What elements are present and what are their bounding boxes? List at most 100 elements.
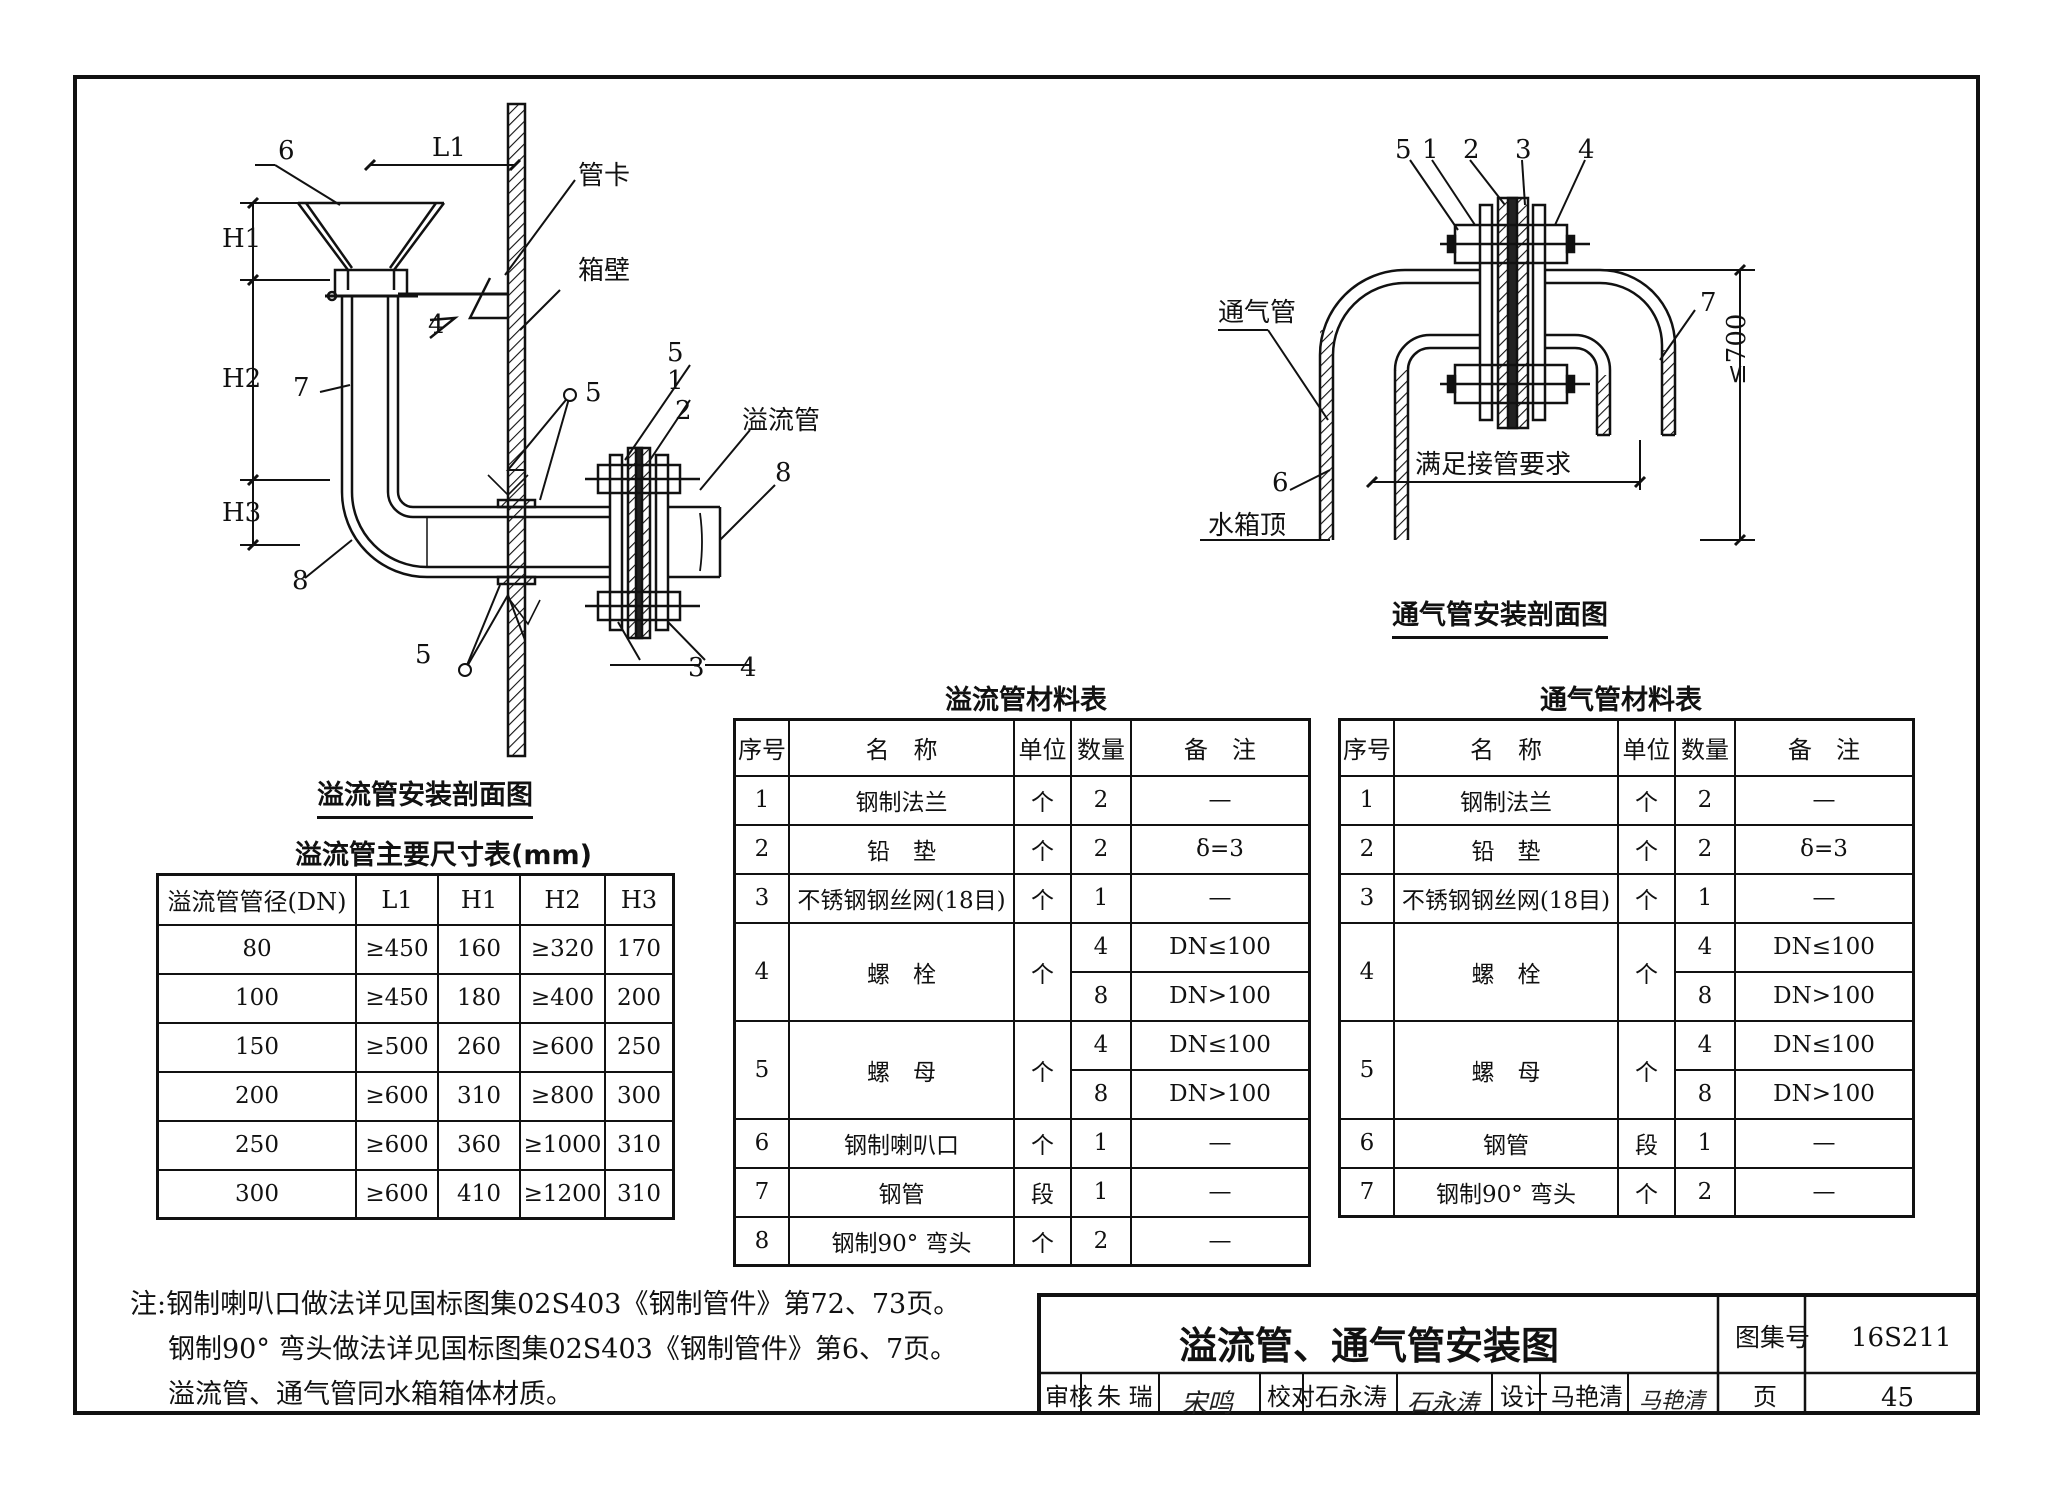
table-cell: 个 [1617,872,1676,924]
overflow-label-4b: 4 [740,653,757,683]
overflow-dimensions [240,158,522,552]
table-cell: 个 [1013,823,1072,875]
vm-header-unit: 单位 [1617,718,1676,777]
table-row: 8 DN>100 [1340,1068,1915,1120]
table-cell: 300 [604,1070,675,1122]
table-cell: 个 [1617,823,1676,875]
page-label: 页 [1753,1383,1777,1411]
table-cell: 7 [733,1166,790,1218]
dim-table: 溢流管管径(DN) L1 H1 H2 H3 80 ≥450 160 ≥320 1… [156,873,675,1220]
table-cell: 2 [1338,823,1395,875]
table-cell: 1 [1338,774,1395,826]
table-cell: δ=3 [1734,823,1915,875]
table-cell: ≥450 [355,923,439,975]
om-header-name: 名 称 [788,718,1015,777]
vent-pipe-body [1318,268,1677,540]
table-cell: 4 [1070,921,1132,973]
overflow-label-3: 3 [688,653,705,683]
table-cell: 410 [437,1168,521,1220]
overflow-materials-title: 溢流管材料表 [945,685,1107,716]
table-row: 8 DN>100 [1340,970,1915,1022]
vent-label-3: 3 [1515,135,1532,165]
table-cell: 7 [1338,1166,1395,1218]
table-cell: DN>100 [1734,970,1915,1022]
table-cell: 200 [156,1070,357,1122]
overflow-label-1: 1 [667,366,684,396]
table-cell: 钢管 [788,1166,1015,1218]
table-row: 250 ≥600 360 ≥1000 310 [156,1119,675,1171]
table-cell: ≥400 [519,972,606,1024]
table-cell: 5 [733,1019,790,1120]
table-cell: DN>100 [1130,1068,1311,1120]
note-line: 钢制90° 弯头做法详见国标图集02S403《钢制管件》第6、7页。 [168,1334,958,1365]
vm-header-qty: 数量 [1674,718,1736,777]
vent-label-7: 7 [1700,288,1717,318]
table-cell: 80 [156,923,357,975]
vent-label-vent-pipe: 通气管 [1218,298,1297,328]
overflow-section-title: 溢流管安装剖面图 [317,773,533,819]
table-cell: 螺 母 [788,1019,1015,1120]
table-cell: 个 [1013,1117,1072,1169]
table-cell: 钢制喇叭口 [788,1117,1015,1169]
table-row: 5 螺 母 个 4 DN≤100 [733,1019,1311,1120]
table-cell: ≥1000 [519,1119,606,1171]
checker-signature: 石永涛 [1407,1389,1479,1417]
overflow-label-8a: 8 [292,566,309,596]
overflow-label-5b: 5 [667,338,684,368]
table-cell: 250 [156,1119,357,1171]
reviewer-label: 审核 [1045,1383,1093,1411]
table-cell: 1 [1674,872,1736,924]
table-cell: 4 [1070,1019,1132,1071]
table-row: 8 钢制90° 弯头 个 2 — [733,1215,1311,1267]
table-cell: 260 [437,1021,521,1073]
table-row: 8 DN>100 [735,970,1311,1022]
vm-header-name: 名 称 [1393,718,1619,777]
overflow-label-H2: H2 [222,364,262,394]
table-cell: 6 [1338,1117,1395,1169]
vent-section-title: 通气管安装剖面图 [1392,593,1608,639]
table-cell: ≥600 [355,1119,439,1171]
overflow-pipe-body [340,296,610,586]
table-row: 1 钢制法兰 个 2 — [1338,774,1915,826]
title-block: 溢流管、通气管安装图 图集号 16S211 审核 朱 瑞 宋鸣 校对 石永涛 石… [1037,1293,1980,1419]
table-cell: 4 [1674,1019,1736,1071]
notes: 注:钢制喇叭口做法详见国标图集02S403《钢制管件》第72、73页。 钢制90… [130,1282,960,1417]
table-cell: ≥600 [519,1021,606,1073]
table-cell: DN≤100 [1130,1019,1311,1071]
designer-label: 设计 [1500,1383,1548,1411]
table-cell: 310 [604,1119,675,1171]
dim-header-h2: H2 [519,873,606,926]
table-cell: 8 [733,1215,790,1267]
overflow-materials-table: 序号 名 称 单位 数量 备 注 1 钢制法兰 个 2 — 2 铅 垫 个 2 … [733,718,1311,1267]
vm-header-remark: 备 注 [1734,718,1915,777]
table-cell: 2 [1674,774,1736,826]
weld-callouts [458,388,577,677]
table-cell: 8 [1070,1068,1132,1120]
vent-section-drawing [1200,159,1755,547]
table-cell: 个 [1617,1019,1676,1120]
overflow-label-4: 4 [428,310,445,340]
overflow-label-2: 2 [675,396,692,426]
table-cell: 铅 垫 [788,823,1015,875]
vent-materials-table: 序号 名 称 单位 数量 备 注 1 钢制法兰 个 2 — 2 铅 垫 个 2 … [1338,718,1915,1218]
overflow-label-H1: H1 [222,224,262,254]
table-cell: 螺 栓 [788,921,1015,1022]
table-row: 5 螺 母 个 4 DN≤100 [1338,1019,1915,1120]
table-cell: 1 [1070,872,1132,924]
overflow-label-8b: 8 [775,458,792,488]
dim-header-h1: H1 [437,873,521,926]
note-line: 溢流管、通气管同水箱箱体材质。 [168,1379,573,1410]
table-cell: 310 [437,1070,521,1122]
dim-header-h3: H3 [604,873,675,926]
table-cell: 2 [1674,823,1736,875]
table-cell: 钢制法兰 [1393,774,1619,826]
table-row: 300 ≥600 410 ≥1200 310 [156,1168,675,1220]
table-row: 150 ≥500 260 ≥600 250 [156,1021,675,1073]
vent-leaders [1200,159,1696,541]
pipe-clamp [398,277,508,339]
vent-label-2: 2 [1463,135,1480,165]
vent-flange [1440,196,1590,430]
table-cell: 3 [1338,872,1395,924]
